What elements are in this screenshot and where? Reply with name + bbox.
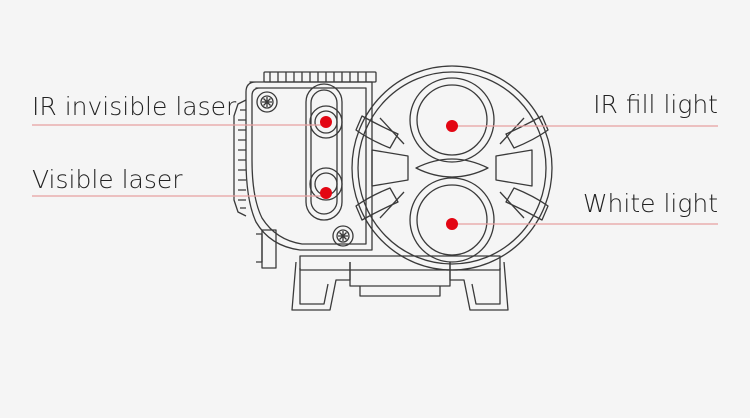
laser-slot xyxy=(305,83,343,221)
side-grip xyxy=(233,99,247,217)
marker-ir-laser xyxy=(320,116,332,128)
marker-ir-fill xyxy=(446,120,458,132)
leader-lines xyxy=(32,124,718,225)
light-head xyxy=(351,65,553,271)
top-knurl xyxy=(263,71,377,83)
markers xyxy=(320,116,458,230)
rail-mount xyxy=(291,255,509,311)
label-ir-fill-light: IR fill light xyxy=(593,90,718,119)
marker-white-light xyxy=(446,218,458,230)
label-white-light: White light xyxy=(582,189,718,218)
label-ir-invisible-laser: IR invisible laser xyxy=(32,92,237,121)
housing xyxy=(245,81,373,269)
marker-visible-laser xyxy=(320,187,332,199)
label-visible-laser: Visible laser xyxy=(32,165,183,194)
